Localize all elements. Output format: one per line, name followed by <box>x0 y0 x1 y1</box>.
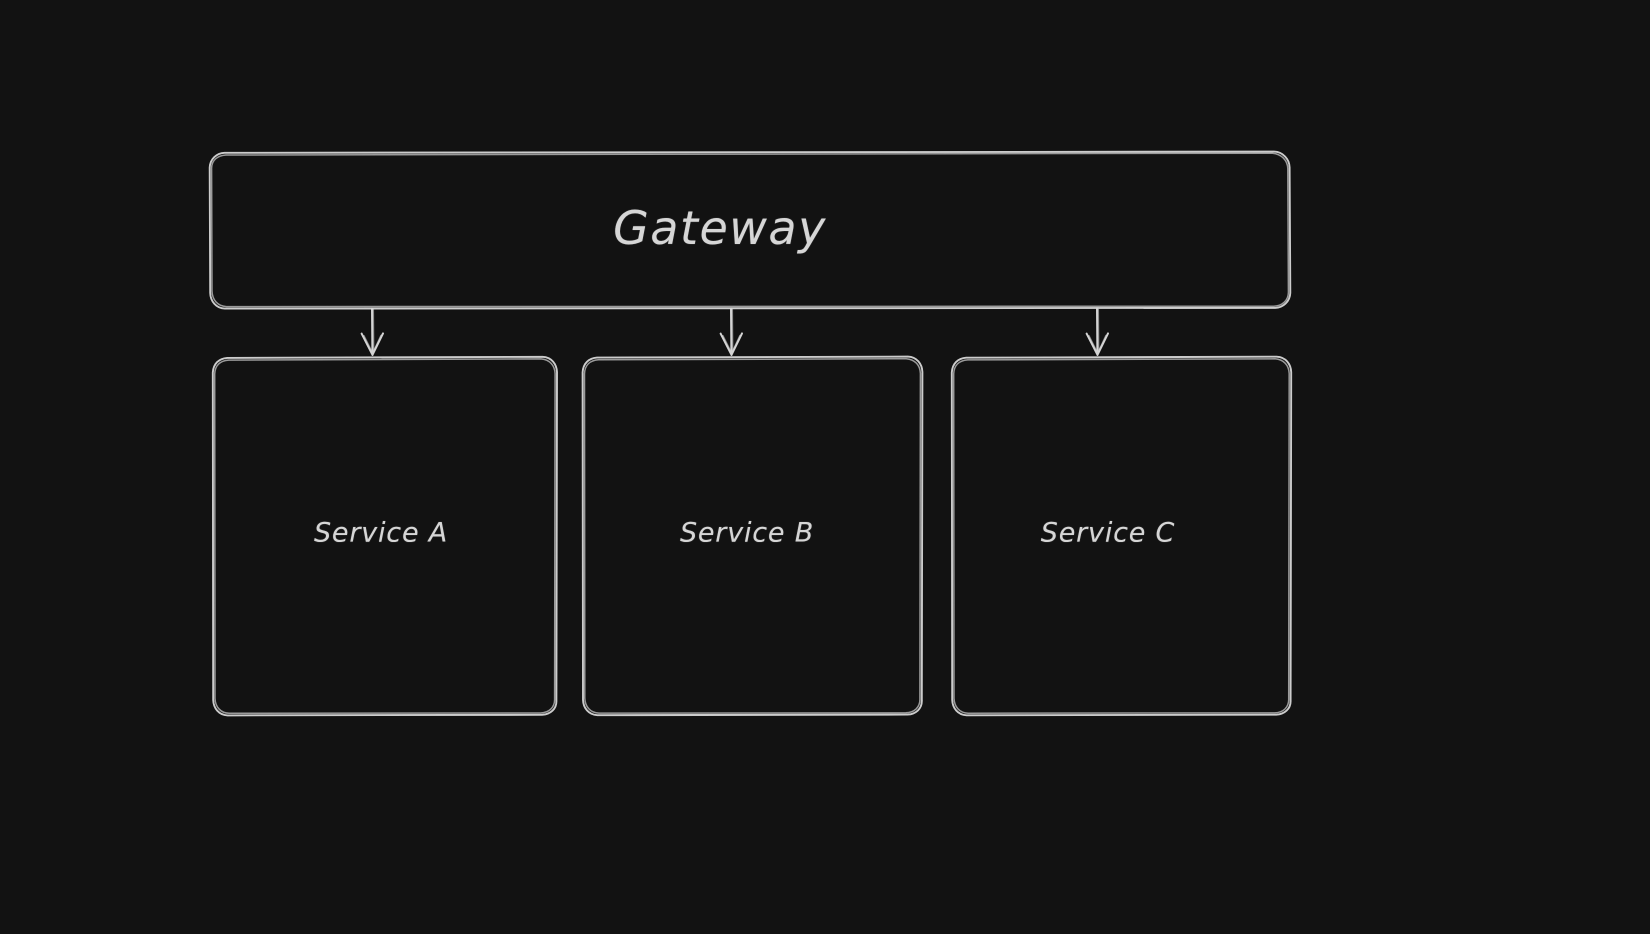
node-service-c[interactable] <box>952 357 1291 715</box>
node-label-service-a: Service A <box>313 517 449 549</box>
node-service-b-shape[interactable] <box>581 355 924 717</box>
edge-gateway-to-service-a[interactable] <box>360 307 384 356</box>
node-service-c-shape[interactable] <box>950 355 1293 717</box>
node-label-gateway: Gateway <box>613 201 827 255</box>
node-label-service-b: Service B <box>679 517 815 549</box>
edge-gateway-to-service-c[interactable] <box>1085 307 1109 356</box>
node-service-a-shape[interactable] <box>211 355 558 717</box>
node-gateway-shape[interactable] <box>208 150 1292 310</box>
node-service-a[interactable] <box>213 357 557 715</box>
node-service-b[interactable] <box>583 357 922 715</box>
edge-gateway-to-service-b[interactable] <box>719 307 743 356</box>
node-gateway[interactable] <box>210 152 1290 308</box>
node-label-service-c: Service C <box>1040 517 1176 549</box>
